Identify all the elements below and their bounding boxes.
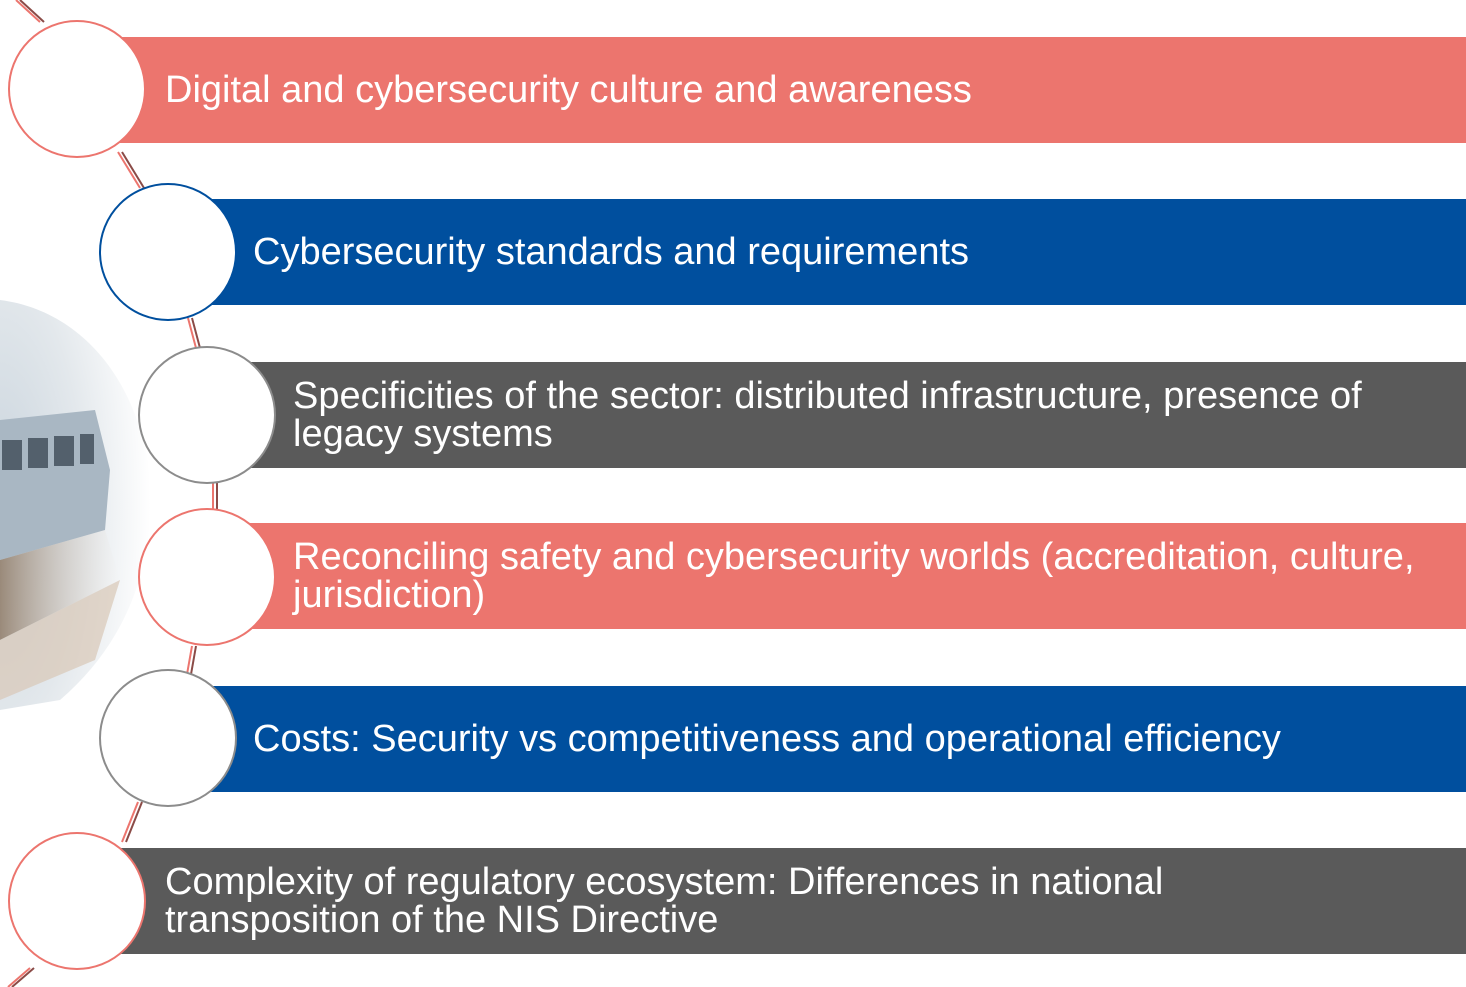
item-circle: [8, 20, 146, 158]
item-circle: [99, 669, 237, 807]
item-bar-standards-requirements: Cybersecurity standards and requirements: [185, 199, 1466, 305]
item-label: Specificities of the sector: distributed…: [293, 375, 1362, 455]
item-circle: [138, 346, 276, 484]
item-bar-regulatory-complexity: Complexity of regulatory ecosystem: Diff…: [120, 848, 1466, 954]
item-label: Digital and cybersecurity culture and aw…: [165, 69, 972, 111]
item-label: Complexity of regulatory ecosystem: Diff…: [165, 861, 1164, 941]
item-bar-culture-awareness: Digital and cybersecurity culture and aw…: [120, 37, 1466, 143]
train-image: [0, 300, 151, 710]
item-bar-sector-specificities: Specificities of the sector: distributed…: [225, 362, 1466, 468]
item-label: Cybersecurity standards and requirements: [253, 231, 970, 273]
item-circle: [8, 832, 146, 970]
timeline-spine: [7, 0, 218, 987]
item-label: Reconciling safety and cybersecurity wor…: [293, 536, 1415, 616]
item-bar-costs: Costs: Security vs competitiveness and o…: [185, 686, 1466, 792]
item-circle: [138, 508, 276, 646]
item-circle: [99, 183, 237, 321]
item-label: Costs: Security vs competitiveness and o…: [253, 718, 1281, 760]
item-bar-safety-cybersecurity: Reconciling safety and cybersecurity wor…: [225, 523, 1466, 629]
